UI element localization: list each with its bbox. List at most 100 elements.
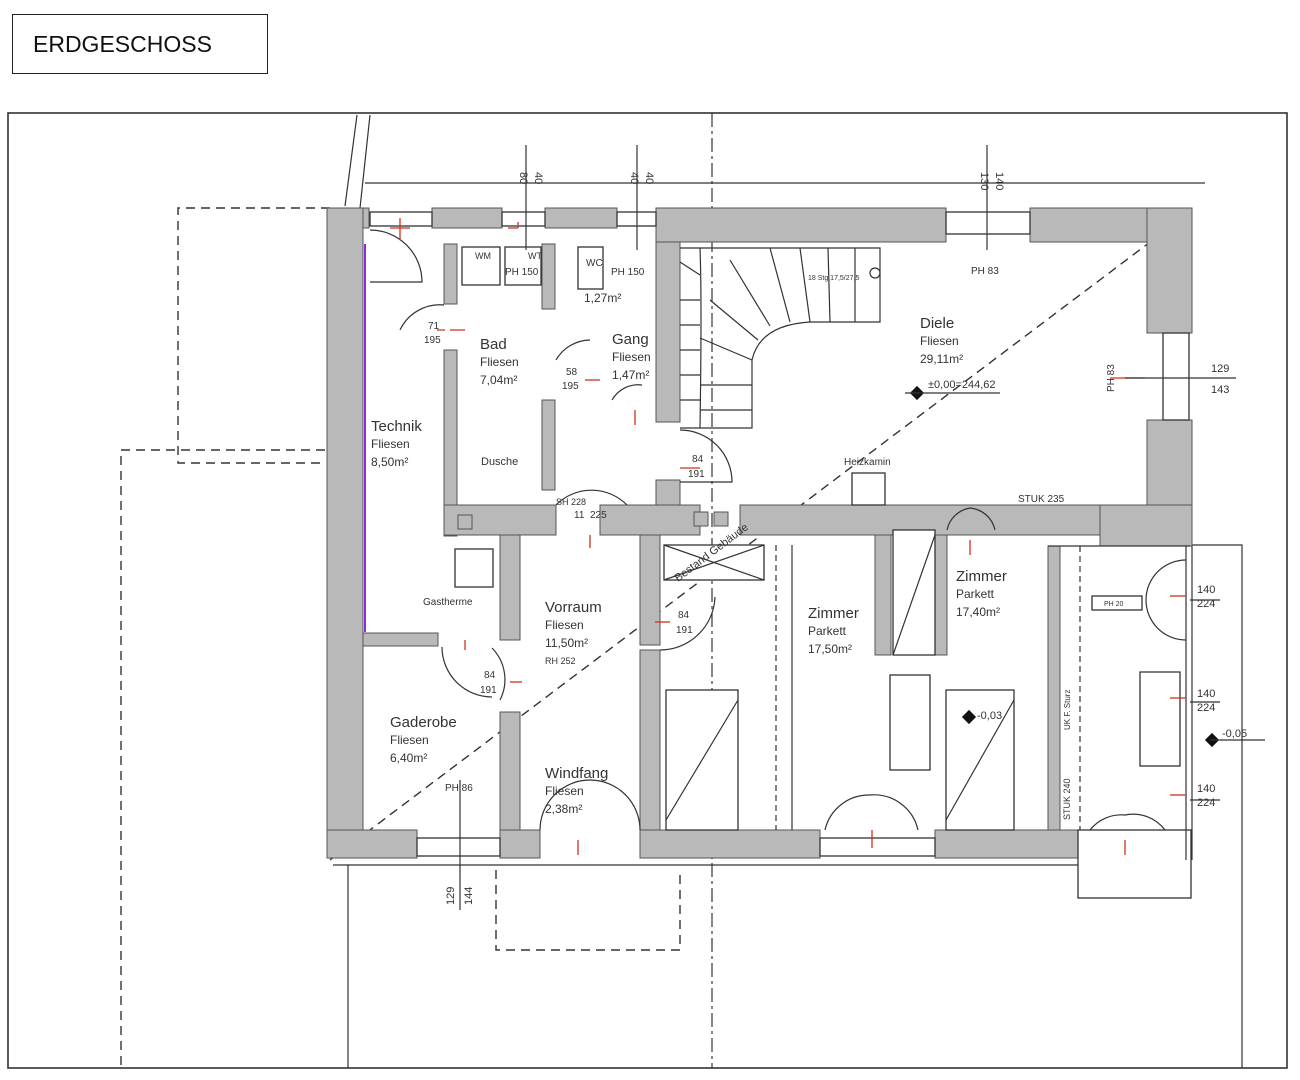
svg-text:40: 40 — [628, 172, 640, 184]
svg-text:191: 191 — [676, 625, 693, 636]
svg-text:84: 84 — [692, 454, 704, 465]
svg-text:Fliesen: Fliesen — [390, 733, 429, 747]
svg-text:11: 11 — [574, 510, 585, 521]
svg-text:WM: WM — [475, 251, 491, 261]
svg-text:6,40m²: 6,40m² — [390, 751, 427, 765]
svg-text:Heizkamin: Heizkamin — [844, 457, 891, 468]
svg-text:UK F. Sturz: UK F. Sturz — [1063, 690, 1072, 730]
svg-text:Fliesen: Fliesen — [371, 437, 410, 451]
svg-text:225: 225 — [590, 510, 607, 521]
svg-text:129: 129 — [1211, 363, 1229, 375]
svg-text:224: 224 — [1197, 598, 1215, 610]
dashed-outlines — [120, 113, 1191, 1068]
svg-text:Technik: Technik — [371, 418, 422, 435]
svg-text:-0,03: -0,03 — [977, 710, 1002, 722]
dim-lines — [459, 145, 1265, 910]
svg-text:PH 86: PH 86 — [445, 783, 473, 794]
svg-text:Parkett: Parkett — [956, 587, 995, 601]
svg-text:191: 191 — [688, 469, 705, 480]
svg-text:1,27m²: 1,27m² — [584, 291, 621, 305]
svg-text:STUK 240: STUK 240 — [1062, 778, 1072, 820]
svg-text:WC: WC — [586, 258, 603, 269]
svg-text:29,11m²: 29,11m² — [920, 352, 963, 366]
svg-text:RH 252: RH 252 — [545, 656, 576, 666]
svg-text:Fliesen: Fliesen — [480, 355, 519, 369]
washing-machine-icon — [461, 246, 501, 286]
svg-text:Zimmer: Zimmer — [808, 605, 859, 622]
svg-text:80: 80 — [517, 172, 529, 184]
svg-text:±0,00=244,62: ±0,00=244,62 — [928, 379, 996, 391]
room-zimmer-2: Zimmer Parkett 17,40m² — [956, 568, 1007, 619]
washbasin-icon — [504, 246, 542, 286]
svg-text:144: 144 — [463, 887, 475, 905]
svg-text:224: 224 — [1197, 797, 1215, 809]
svg-text:129: 129 — [445, 887, 457, 905]
walls — [326, 207, 1193, 859]
svg-text:Fliesen: Fliesen — [545, 618, 584, 632]
svg-text:Fliesen: Fliesen — [920, 334, 959, 348]
svg-text:Dusche: Dusche — [481, 456, 518, 468]
svg-text:40: 40 — [532, 172, 544, 184]
plan-frame — [7, 112, 1288, 1069]
svg-text:195: 195 — [562, 381, 579, 392]
svg-text:2,38m²: 2,38m² — [545, 802, 582, 816]
svg-text:7,04m²: 7,04m² — [480, 373, 517, 387]
svg-text:Gang: Gang — [612, 331, 649, 348]
svg-text:195: 195 — [424, 335, 441, 346]
gas-boiler-icon — [454, 548, 494, 588]
fixtures — [454, 246, 1220, 748]
toilet-icon — [577, 246, 604, 290]
stair-end-icon — [869, 267, 881, 279]
room-windfang: Windfang Fliesen 2,38m² — [545, 765, 608, 816]
room-technik: Technik Fliesen 8,50m² — [371, 418, 422, 469]
svg-text:Gaderobe: Gaderobe — [390, 714, 457, 731]
level-marker-icon — [961, 709, 977, 725]
windows — [369, 211, 1190, 857]
room-vorraum: Vorraum Fliesen 11,50m² — [545, 599, 602, 650]
svg-text:18 Stg 17,5/27,5: 18 Stg 17,5/27,5 — [808, 275, 859, 282]
svg-text:71: 71 — [428, 321, 440, 332]
svg-text:140: 140 — [993, 172, 1005, 190]
svg-text:Fliesen: Fliesen — [545, 784, 584, 798]
room-gaderobe: Gaderobe Fliesen 6,40m² — [390, 714, 457, 765]
svg-text:Parkett: Parkett — [808, 624, 847, 638]
dimension-labels: 80 40 40 40 130 140 129 143 129 144 71 1… — [424, 172, 1229, 905]
svg-text:WT: WT — [528, 251, 542, 261]
svg-text:Bad: Bad — [480, 336, 507, 353]
svg-text:140: 140 — [1197, 688, 1215, 700]
svg-text:58: 58 — [566, 367, 578, 378]
svg-text:84: 84 — [678, 610, 690, 621]
svg-text:-0,05: -0,05 — [1222, 728, 1247, 740]
red-markers — [390, 218, 1186, 855]
interior-lines — [364, 229, 1193, 899]
site-lines — [333, 114, 1243, 1068]
room-wc: WC 1,27m² — [584, 258, 621, 305]
room-diele: Diele Fliesen 29,11m² — [920, 315, 963, 366]
room-gang: Gang Fliesen 1,47m² — [612, 331, 651, 382]
svg-text:STUK 235: STUK 235 — [1018, 494, 1065, 505]
svg-text:PH 83: PH 83 — [1106, 364, 1117, 392]
svg-text:191: 191 — [480, 685, 497, 696]
svg-text:140: 140 — [1197, 584, 1215, 596]
svg-text:Fliesen: Fliesen — [612, 350, 651, 364]
fireplace-icon — [851, 472, 886, 506]
svg-text:Windfang: Windfang — [545, 765, 608, 782]
room-zimmer-1: Zimmer Parkett 17,50m² — [808, 605, 859, 656]
svg-text:SH 228: SH 228 — [556, 497, 586, 507]
svg-text:11,50m²: 11,50m² — [545, 636, 588, 650]
svg-text:1,47m²: 1,47m² — [612, 368, 649, 382]
svg-text:Gastherme: Gastherme — [423, 597, 473, 608]
svg-text:Diele: Diele — [920, 315, 954, 332]
svg-text:8,50m²: 8,50m² — [371, 455, 408, 469]
svg-text:17,50m²: 17,50m² — [808, 642, 852, 656]
svg-text:PH 150: PH 150 — [505, 267, 539, 278]
svg-text:140: 140 — [1197, 783, 1215, 795]
svg-text:224: 224 — [1197, 702, 1215, 714]
svg-text:PH 83: PH 83 — [971, 266, 999, 277]
svg-text:PH 20: PH 20 — [1104, 601, 1124, 608]
room-bad: Bad Fliesen 7,04m² — [480, 336, 519, 387]
svg-text:40: 40 — [643, 172, 655, 184]
svg-text:Vorraum: Vorraum — [545, 599, 602, 616]
svg-text:Zimmer: Zimmer — [956, 568, 1007, 585]
